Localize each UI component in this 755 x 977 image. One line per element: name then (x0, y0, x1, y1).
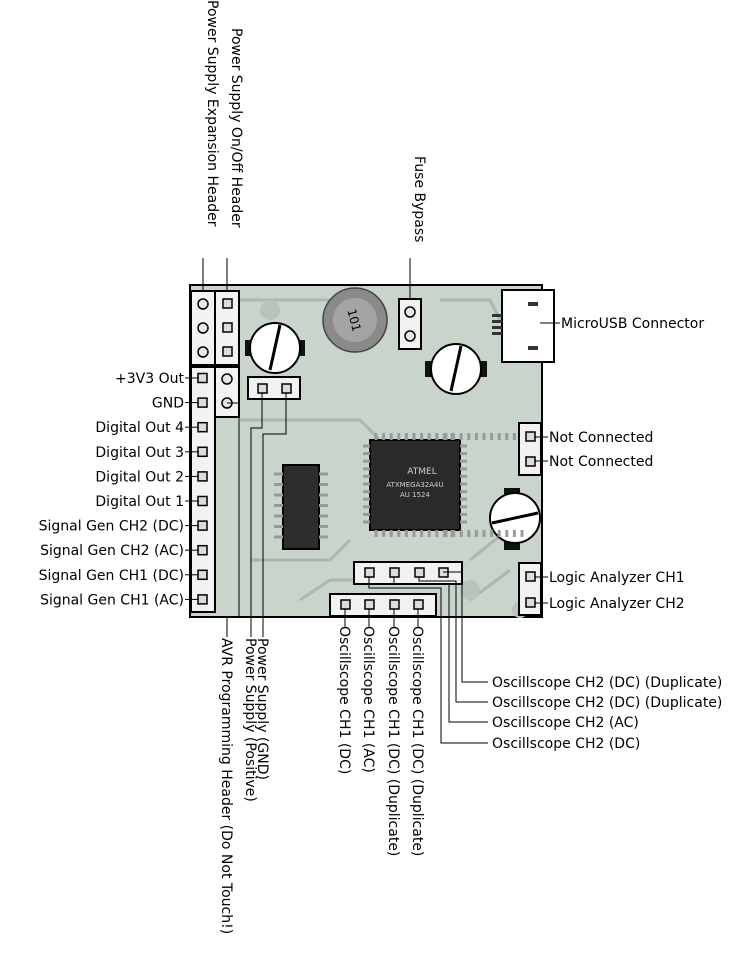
left-header-pin (198, 497, 207, 506)
label-left-7: Signal Gen CH2 (AC) (40, 543, 184, 559)
label-microusb-connector: MicroUSB Connector (561, 316, 704, 332)
label-osc-ch1-1: Oscillscope CH1 (AC) (360, 626, 376, 773)
left-header-pin (198, 374, 207, 383)
left-header-pin (198, 521, 207, 530)
label-logic-analyzer-ch2: Logic Analyzer CH2 (549, 596, 685, 612)
label-osc-ch2-1: Oscillscope CH2 (DC) (Duplicate) (492, 695, 722, 711)
label-osc-ch1-0: Oscillscope CH1 (DC) (336, 626, 352, 774)
header-avr (215, 367, 239, 417)
left-header-pin (198, 570, 207, 579)
header-not-connected (519, 423, 541, 475)
label-not-connected-1: Not Connected (549, 430, 653, 446)
label-logic-analyzer-ch1: Logic Analyzer CH1 (549, 570, 685, 586)
header-fuse-bypass (399, 299, 421, 349)
soic-chip (274, 465, 328, 549)
label-not-connected-2: Not Connected (549, 454, 653, 470)
header-expansion (191, 291, 215, 365)
label-fuse-bypass: Fuse Bypass (411, 156, 427, 242)
left-header-pin (198, 472, 207, 481)
header-power-supply (248, 377, 300, 399)
label-left-3: Digital Out 3 (95, 445, 184, 461)
label-avr-programming-header: AVR Programming Header (Do Not Touch!) (218, 638, 234, 934)
left-header-pin (198, 595, 207, 604)
label-left-4: Digital Out 2 (95, 469, 184, 485)
label-power-supply-gnd: Power Supply (GND) (254, 638, 270, 780)
chip-text-line2: ATXMEGA32A4U (386, 481, 443, 489)
left-header-pin (198, 447, 207, 456)
chip-text-line3: AU 1524 (400, 491, 430, 499)
left-header-pin (198, 398, 207, 407)
label-left-6: Signal Gen CH2 (DC) (39, 519, 184, 535)
label-osc-ch2-2: Oscillscope CH2 (AC) (492, 715, 639, 731)
header-onoff (215, 291, 239, 365)
left-header-pin (198, 423, 207, 432)
header-oscilloscope-ch1 (330, 594, 436, 616)
label-left-9: Signal Gen CH1 (AC) (40, 592, 184, 608)
label-left-1: GND (152, 396, 184, 412)
inductor: 101 (323, 288, 387, 352)
label-power-supply-expansion-header: Power Supply Expansion Header (204, 0, 220, 227)
microusb-connector (492, 290, 554, 362)
pcb-pad (260, 300, 280, 320)
label-osc-ch1-2: Oscillscope CH1 (DC) (Duplicate) (385, 626, 401, 856)
label-power-supply-onoff-header: Power Supply On/Off Header (228, 28, 244, 228)
chip-text-line1: ATMEL (407, 467, 436, 477)
left-header-pin (198, 546, 207, 555)
label-osc-ch2-0: Oscillscope CH2 (DC) (Duplicate) (492, 675, 722, 691)
label-osc-ch1-3: Oscillscope CH1 (DC) (Duplicate) (409, 626, 425, 856)
soic-body (283, 465, 319, 549)
header-logic-analyzer (519, 563, 541, 615)
label-osc-ch2-3: Oscillscope CH2 (DC) (492, 736, 640, 752)
label-left-5: Digital Out 1 (95, 494, 184, 510)
label-left-0: +3V3 Out (115, 371, 184, 387)
label-left-8: Signal Gen CH1 (DC) (39, 568, 184, 584)
label-left-2: Digital Out 4 (95, 420, 184, 436)
